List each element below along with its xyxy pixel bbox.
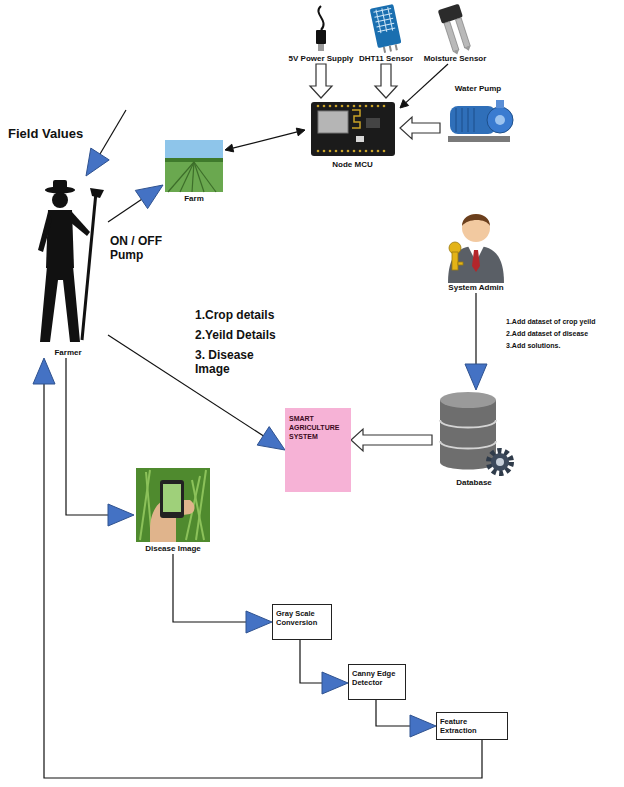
arrow-head (296, 128, 305, 136)
nodemcu-board-icon (311, 102, 395, 156)
caption-text: Water Pump (440, 84, 516, 94)
caption-text: Farm (163, 194, 225, 204)
connector (108, 185, 163, 222)
water-pump-icon (448, 100, 513, 142)
connector-line (66, 358, 108, 515)
arrow-head (322, 672, 348, 694)
connector (465, 293, 487, 390)
database-icon (440, 392, 511, 473)
note-label: 1.Add dataset of crop yeild (506, 318, 595, 326)
box-text: Feature Extraction (440, 717, 504, 735)
connector (310, 64, 332, 98)
connector (375, 64, 397, 98)
caption-text: Moisture Sensor (420, 54, 490, 64)
arrow-head (246, 611, 272, 633)
arrow-head (225, 144, 234, 152)
block-arrow (351, 429, 432, 451)
disease-photo (136, 468, 210, 542)
note-label: Field Values (8, 126, 83, 142)
block-arrow (310, 64, 332, 98)
dht11-icon (370, 4, 403, 54)
process-box: Feature Extraction (436, 712, 508, 740)
admin-person-icon (448, 214, 504, 283)
arrow-head (135, 185, 163, 209)
caption-text: Farmer (28, 348, 108, 358)
sensor-item: Moisture Sensor (420, 4, 490, 64)
connector-line (376, 700, 410, 726)
connector (400, 117, 440, 139)
arrow-head (108, 504, 134, 526)
usb-cable-icon (316, 6, 326, 51)
connector (225, 128, 305, 152)
controller-item: Node MCU (305, 98, 400, 170)
connector (376, 700, 436, 737)
power-supply-item: 5V Power Supply (286, 4, 356, 64)
image-item: Disease Image (134, 466, 212, 554)
box-text: Canny Edge Detector (352, 669, 402, 687)
farm-item: Farm (163, 138, 225, 204)
arrow-head (465, 364, 487, 390)
connector-line (406, 64, 448, 103)
box-text: SMART AGRICULTURE SYSTEM (289, 414, 347, 441)
arrow-head (257, 427, 285, 450)
field-values-arrow (86, 110, 126, 176)
arrow-head (400, 100, 409, 108)
connector (33, 358, 482, 778)
connector (300, 640, 348, 694)
note-label: 3. Disease Image (195, 348, 275, 377)
block-arrow (400, 117, 440, 139)
edge-label: ON / OFF Pump (110, 234, 172, 263)
caption-text: Disease Image (134, 544, 212, 554)
box-text: Gray Scale Conversion (276, 609, 328, 627)
caption-text: DHT11 Sensor (358, 54, 414, 64)
farm-photo (165, 140, 223, 192)
arrow-head (33, 358, 55, 384)
moisture-sensor-icon (438, 4, 474, 56)
connector-line (44, 384, 482, 778)
connector-line (300, 640, 322, 683)
caption-text: 5V Power Supply (286, 54, 356, 64)
arrow-head (410, 715, 436, 737)
farmer-silhouette (38, 180, 104, 342)
connector (351, 429, 432, 451)
system-box: SMART AGRICULTURE SYSTEM (285, 408, 351, 492)
farmer-item: Farmer (28, 180, 108, 358)
connector-line (233, 132, 297, 148)
connector (400, 64, 448, 108)
pump-item: Water Pump (440, 84, 516, 144)
database-item: Database (432, 390, 516, 488)
connector-line (173, 554, 246, 622)
process-box: Canny Edge Detector (348, 664, 406, 700)
connector (173, 554, 272, 633)
note-label: 2.Add dataset of disease (506, 330, 588, 338)
note-label: 2.Yeild Details (195, 328, 276, 342)
connector (66, 358, 134, 526)
connector-line (108, 200, 141, 223)
caption-text: System Admin (436, 283, 516, 293)
connector-line (475, 293, 476, 364)
admin-item: System Admin (436, 205, 516, 293)
caption-text: Database (432, 478, 516, 488)
note-label: 3.Add solutions. (506, 342, 560, 350)
process-box: Gray Scale Conversion (272, 604, 332, 640)
sensor-item: DHT11 Sensor (358, 4, 414, 64)
note-label: 1.Crop details (195, 308, 274, 322)
block-arrow (375, 64, 397, 98)
caption-text: Node MCU (305, 160, 400, 170)
connector (108, 335, 285, 450)
